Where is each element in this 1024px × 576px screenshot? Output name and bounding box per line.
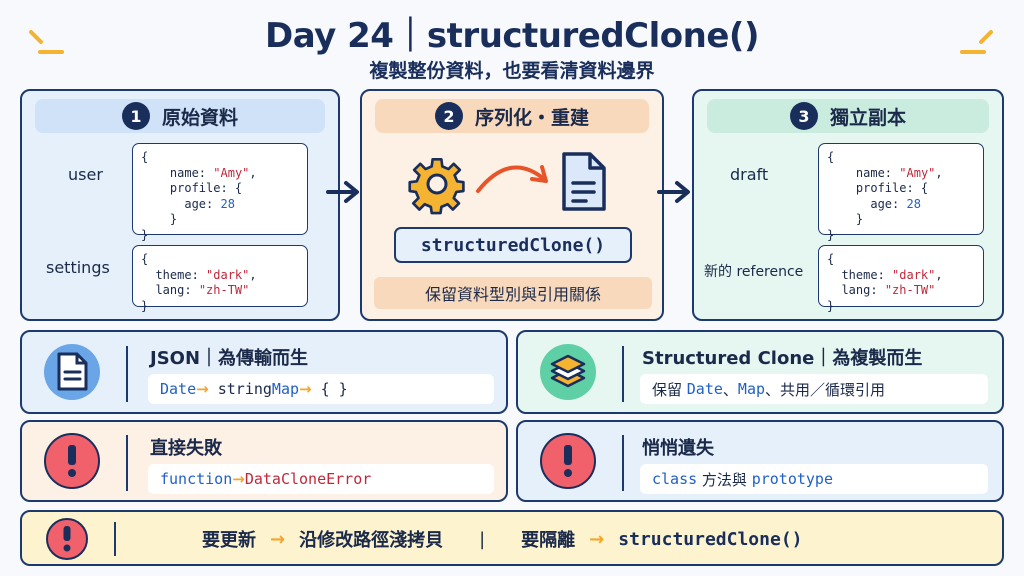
divider <box>126 346 128 402</box>
draft-label: draft <box>730 165 769 184</box>
step1-header: 1 原始資料 <box>35 99 325 133</box>
step3-number: 3 <box>789 102 818 130</box>
curved-arrow-icon <box>476 165 548 193</box>
gear-icon <box>408 158 465 215</box>
alert-circle <box>46 518 88 560</box>
json-conversion-pill: Date → string Map → { } <box>148 374 494 404</box>
draft-code-box: { name: "Amy", profile: { age: 28 } } <box>818 143 984 242</box>
arrow-right-icon <box>326 181 359 203</box>
sparkle-icon-left <box>28 26 66 62</box>
user-code-box: { name: "Amy", profile: { age: 28 } } <box>132 143 308 242</box>
document-icon <box>57 352 88 391</box>
user-label: user <box>68 165 103 184</box>
bottom-rule: 要更新 → 沿修改路徑淺拷貝 | 要隔離 → structuredClone() <box>202 528 803 552</box>
structured-clone-method: structuredClone() <box>394 227 632 263</box>
step1-title: 原始資料 <box>161 106 238 129</box>
alert-circle <box>44 433 100 489</box>
fail-card: 直接失敗 function → DataCloneError <box>20 420 508 502</box>
exclamation-icon <box>63 526 71 552</box>
structured-clone-card: Structured Clone｜為複製而生 保留 Date、Map、共用／循環… <box>516 330 1004 414</box>
layers-circle <box>540 344 596 400</box>
alert-circle <box>540 433 596 489</box>
fail-pill: function → DataCloneError <box>148 464 494 494</box>
exclamation-icon <box>68 445 76 477</box>
structured-clone-pill: 保留 Date、Map、共用／循環引用 <box>640 374 988 404</box>
fail-title: 直接失敗 <box>150 438 222 459</box>
silent-loss-pill: class 方法與 prototype <box>640 464 988 494</box>
sparkle-icon-right <box>958 26 994 62</box>
settings-label: settings <box>46 258 110 277</box>
divider <box>622 435 624 491</box>
document-icon <box>562 152 606 211</box>
step3-header: 3 獨立副本 <box>707 99 989 133</box>
exclamation-icon <box>564 445 572 477</box>
arrow-right-icon-2 <box>657 181 690 203</box>
new-reference-label: 新的 reference <box>704 264 804 280</box>
json-circle <box>44 344 100 400</box>
page-subtitle: 複製整份資料，也要看清資料邊界 <box>369 60 655 82</box>
bottom-banner: 要更新 → 沿修改路徑淺拷貝 | 要隔離 → structuredClone() <box>20 510 1004 566</box>
step2-panel: 2 序列化・重建 structuredClone() 保留資料型別與引用關係 <box>360 89 664 321</box>
divider <box>126 435 128 491</box>
structured-clone-title: Structured Clone｜為複製而生 <box>642 348 923 369</box>
step2-number: 2 <box>434 102 463 130</box>
silent-loss-card: 悄悄遺失 class 方法與 prototype <box>516 420 1004 502</box>
json-card: JSON｜為傳輸而生 Date → string Map → { } <box>20 330 508 414</box>
step2-note: 保留資料型別與引用關係 <box>374 277 652 309</box>
step3-title: 獨立副本 <box>829 106 906 129</box>
step2-title: 序列化・重建 <box>474 106 589 129</box>
settings-code-box: { theme: "dark", lang: "zh-TW" } <box>132 245 308 313</box>
json-title: JSON｜為傳輸而生 <box>150 348 309 369</box>
step2-header: 2 序列化・重建 <box>375 99 649 133</box>
step1-panel: 1 原始資料 user { name: "Amy", profile: { ag… <box>20 89 340 321</box>
page-title: Day 24｜structuredClone() <box>265 16 759 56</box>
step1-number: 1 <box>121 102 150 130</box>
divider <box>114 522 116 556</box>
divider <box>622 346 624 402</box>
layers-icon <box>550 354 586 388</box>
reference-code-box: { theme: "dark", lang: "zh-TW" } <box>818 245 984 313</box>
step3-panel: 3 獨立副本 draft { name: "Amy", profile: { a… <box>692 89 1004 321</box>
silent-loss-title: 悄悄遺失 <box>642 438 714 459</box>
